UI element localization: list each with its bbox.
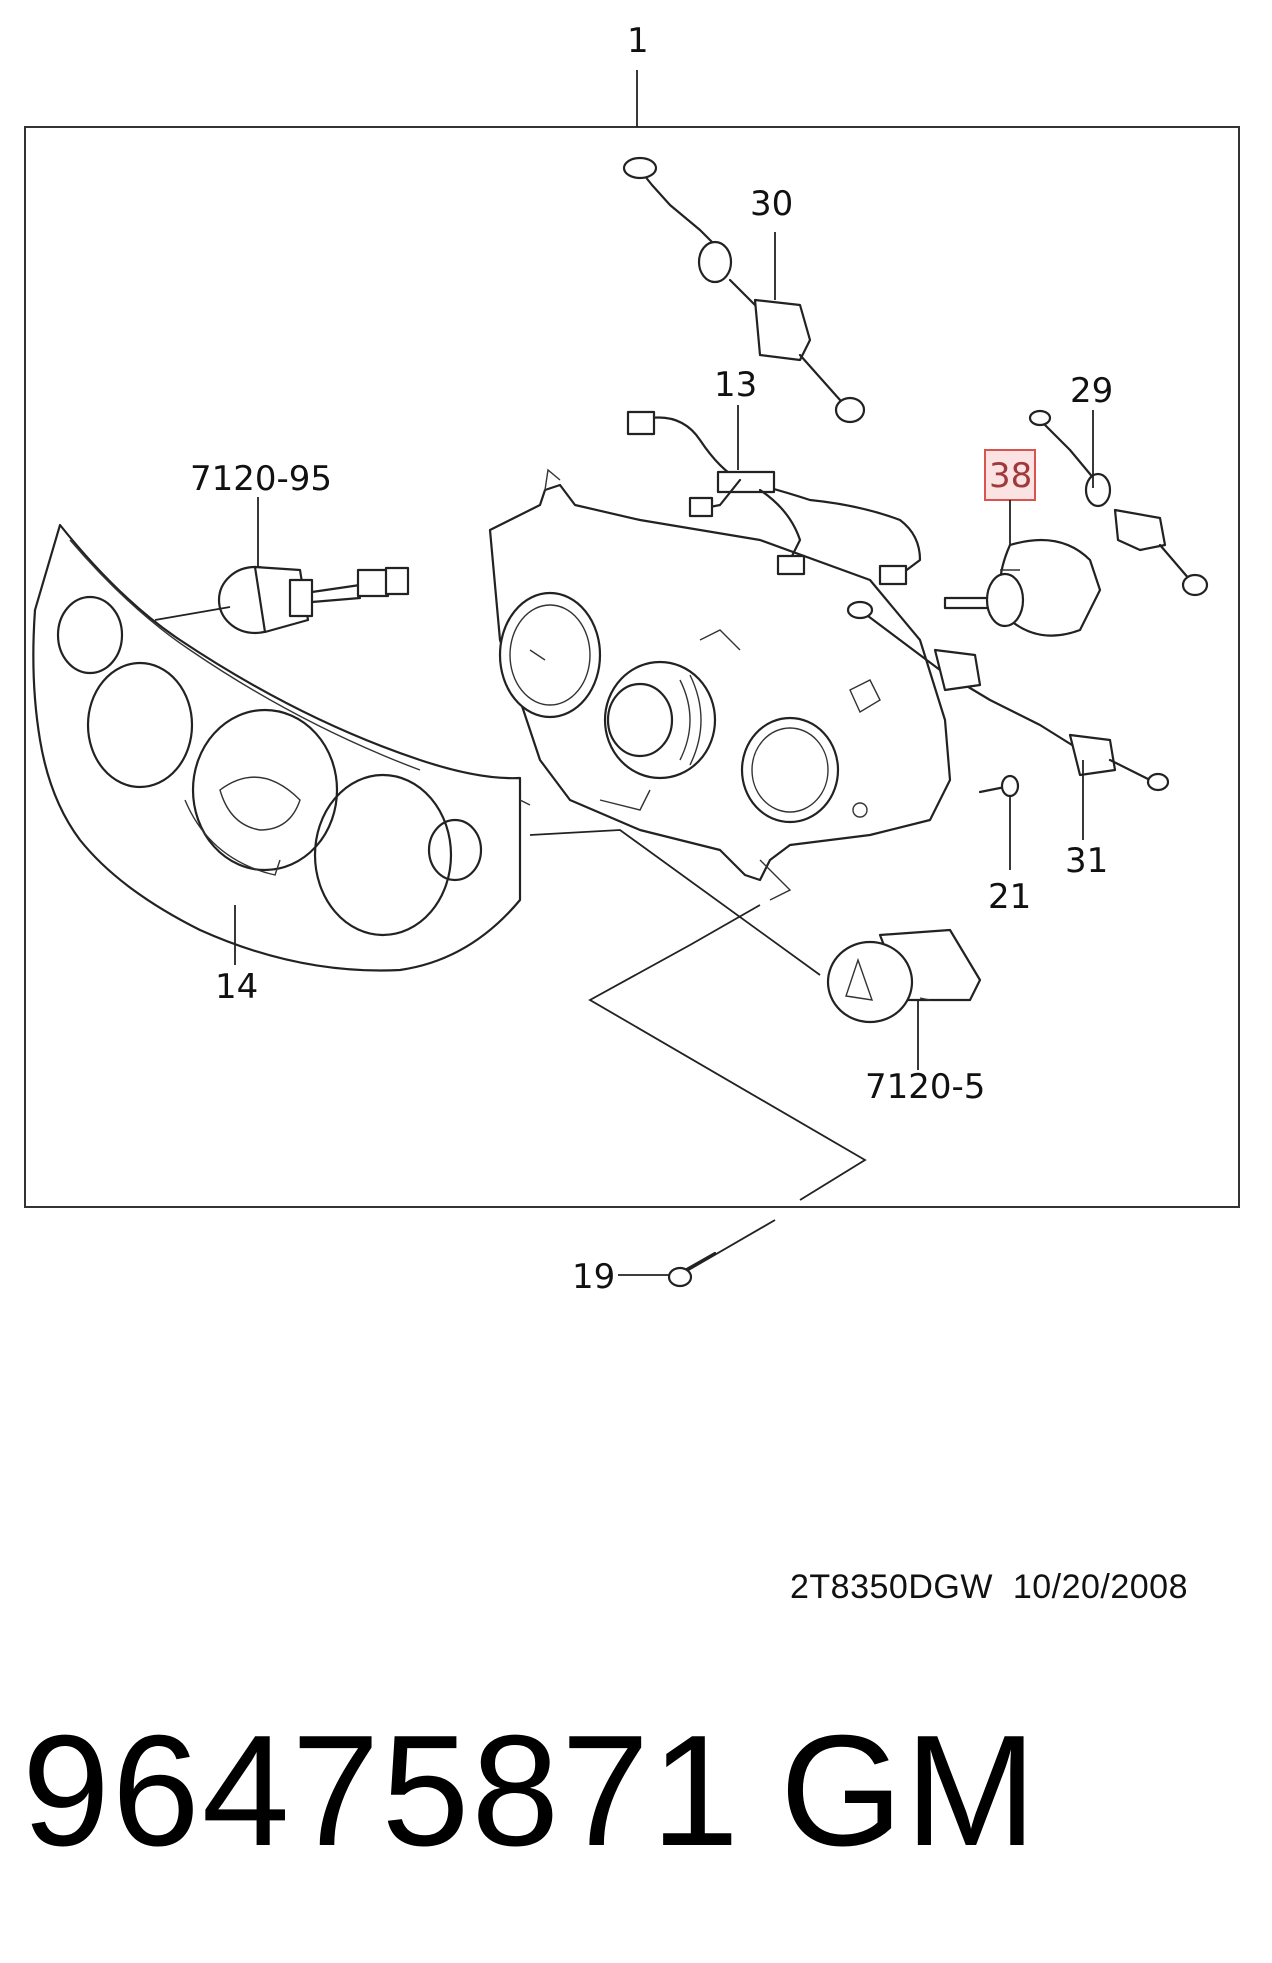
- callout-13: 13: [714, 365, 757, 405]
- callout-38: 38: [989, 456, 1032, 496]
- assembly-guide-lines: [529, 829, 821, 976]
- callout-21: 21: [988, 877, 1031, 917]
- part-21-screw: [978, 774, 1020, 798]
- part-19-screw: [667, 1219, 776, 1288]
- callout-19: 19: [572, 1257, 615, 1297]
- drawing-code-and-date: 2T8350DGW 10/20/2008: [790, 1568, 1188, 1607]
- part-30-cable: [622, 156, 866, 424]
- callout-7120-5: 7120-5: [865, 1067, 985, 1107]
- callout-1: 1: [627, 21, 649, 61]
- part-13-wiring-harness: [626, 410, 922, 586]
- part-31-cable: [846, 600, 1170, 792]
- part-7120-95-switch: [154, 565, 410, 635]
- callout-30: 30: [750, 184, 793, 224]
- part-7120-5-hazard-switch: [826, 928, 982, 1024]
- assembly-frame: [24, 126, 1240, 1208]
- assembly-guide-lines-2: [588, 904, 867, 1201]
- callout-31: 31: [1065, 841, 1108, 881]
- callout-29: 29: [1070, 371, 1113, 411]
- part-number: 96475871: [22, 1703, 741, 1879]
- part-29-cable: [1028, 409, 1209, 597]
- part-14-trim-bezel: [32, 523, 531, 972]
- callout-14: 14: [215, 967, 258, 1007]
- part-1-control-unit: [488, 468, 952, 901]
- drawing-code: 2T8350DGW: [790, 1568, 993, 1606]
- callout-7120-95: 7120-95: [190, 459, 332, 499]
- drawing-date: 10/20/2008: [1012, 1568, 1188, 1606]
- part-38-actuator: [943, 538, 1102, 637]
- brand-name: GM: [780, 1703, 1039, 1879]
